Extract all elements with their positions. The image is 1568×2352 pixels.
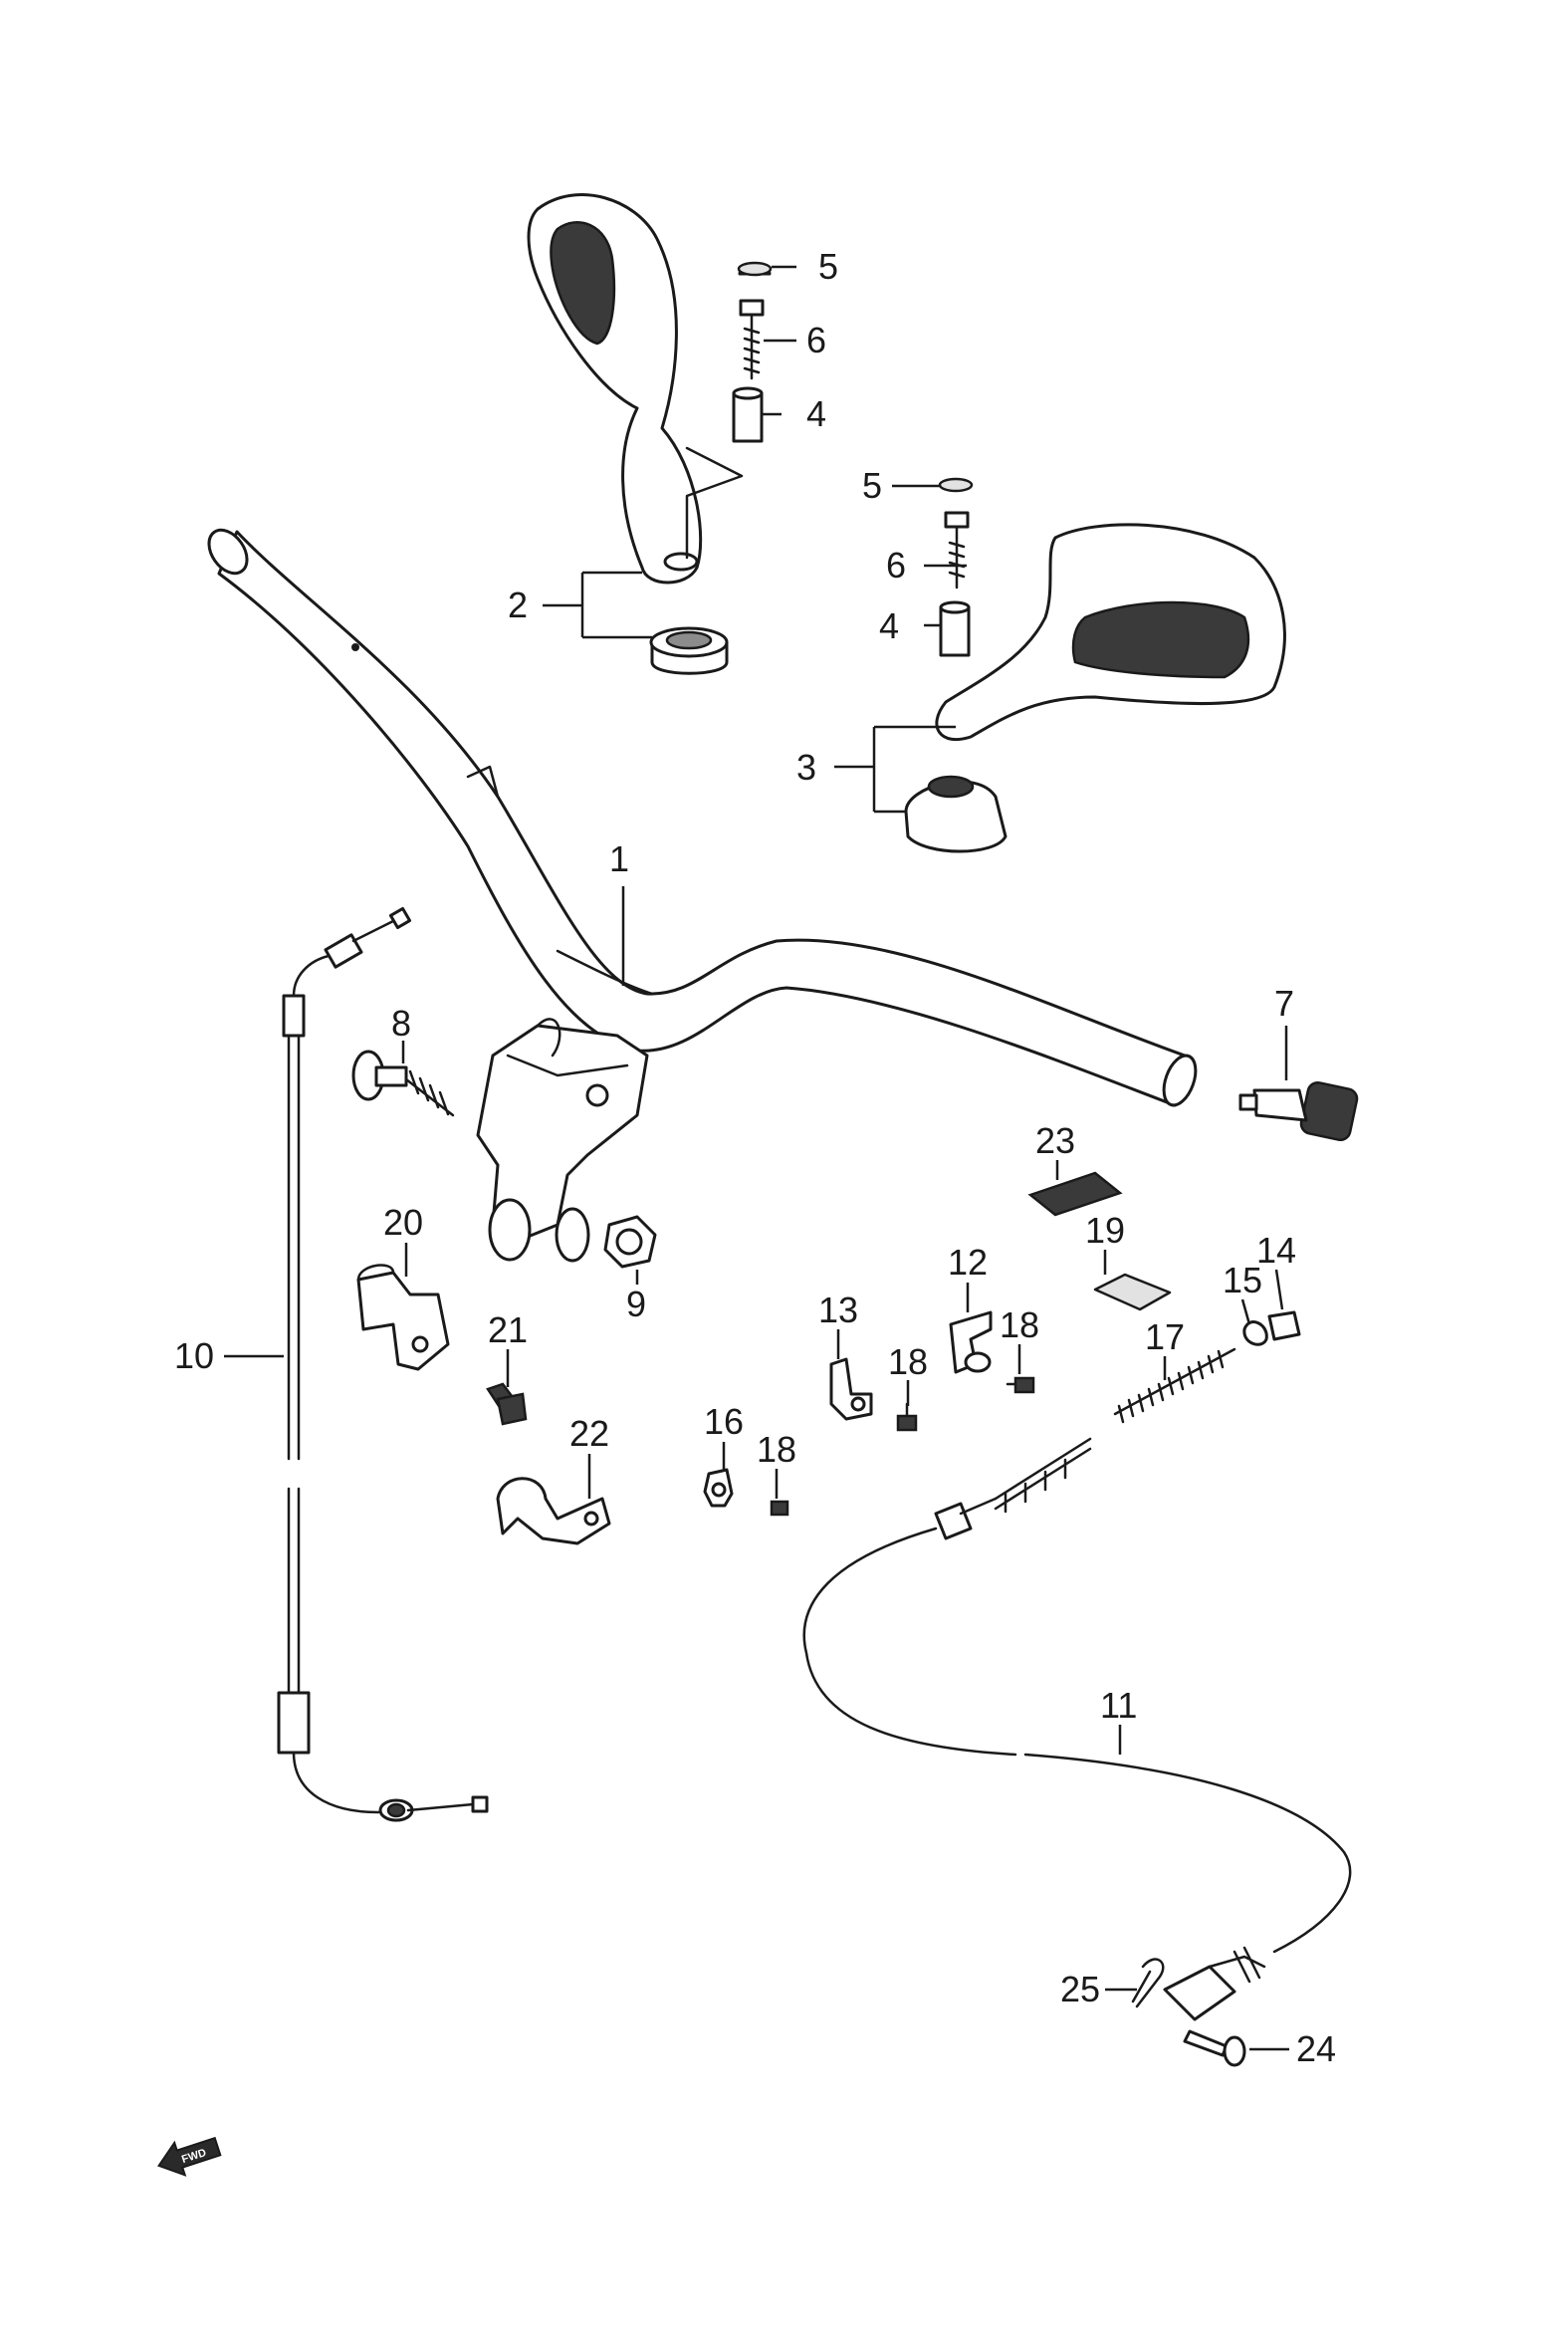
callout-9: 9	[626, 1284, 646, 1324]
callout-6-right: 6	[886, 545, 906, 586]
callout-18-c: 18	[757, 1429, 796, 1470]
callout-25: 25	[1060, 1969, 1100, 2009]
screw-18a	[896, 1402, 918, 1432]
pad-23	[1027, 1171, 1123, 1217]
screw-21	[486, 1382, 528, 1426]
throttle-cable	[277, 906, 489, 1822]
callout-6-left: 6	[806, 320, 826, 360]
right-mirror	[935, 523, 1286, 742]
spring	[1113, 1347, 1236, 1424]
cap-right	[938, 477, 974, 493]
spacer-left	[732, 386, 764, 443]
lever-bracket	[476, 1018, 649, 1263]
bolt-right	[944, 511, 970, 589]
callout-12: 12	[948, 1242, 988, 1283]
spacer-right	[939, 600, 971, 657]
callout-21: 21	[488, 1309, 528, 1350]
handlebar	[207, 528, 1198, 1107]
callout-5-left: 5	[818, 246, 838, 287]
screw-18b	[1006, 1376, 1035, 1394]
adjuster-nut	[1267, 1310, 1301, 1341]
callout-5-right: 5	[862, 465, 882, 506]
clamp-16	[703, 1468, 734, 1508]
callout-18-b: 18	[1000, 1304, 1039, 1345]
callout-13: 13	[818, 1290, 858, 1330]
callout-20: 20	[383, 1202, 423, 1243]
callout-1: 1	[609, 838, 629, 879]
cap-left	[737, 261, 773, 277]
cotter-pin	[1131, 1958, 1165, 2008]
callout-16: 16	[704, 1401, 744, 1442]
clip-20	[356, 1264, 450, 1371]
brake-cable	[802, 1437, 1352, 1954]
bracket-12	[949, 1310, 993, 1374]
mount-block-right	[904, 775, 1008, 853]
callout-17: 17	[1145, 1316, 1185, 1357]
left-mirror	[527, 193, 744, 585]
callout-15: 15	[1223, 1260, 1262, 1300]
clevis	[1163, 1946, 1266, 2021]
callout-4-left: 4	[806, 393, 826, 434]
callout-19: 19	[1085, 1210, 1125, 1251]
screw-18c	[770, 1500, 789, 1517]
label-19	[1093, 1273, 1172, 1311]
pivot-bolt	[351, 1050, 455, 1117]
callouts: 1 2 3 4 4 5 5 6 6 7 8 9 10 11 12 13 14 1…	[174, 246, 1336, 2069]
joint-pin	[1242, 1320, 1268, 1346]
callout-11: 11	[1100, 1685, 1137, 1726]
callout-2: 2	[508, 585, 528, 625]
bracket-13	[829, 1357, 873, 1421]
callout-22: 22	[569, 1413, 609, 1454]
bolt-left	[739, 299, 765, 380]
clevis-pin	[1183, 2029, 1246, 2067]
callout-10: 10	[174, 1335, 214, 1376]
leader-lines	[224, 265, 1289, 2051]
callout-8: 8	[391, 1003, 411, 1044]
callout-3: 3	[796, 747, 816, 788]
callout-4-right: 4	[879, 605, 899, 646]
grommet-left	[649, 626, 729, 675]
callout-18-a: 18	[888, 1341, 928, 1382]
callout-14: 14	[1256, 1230, 1296, 1271]
callout-23: 23	[1035, 1120, 1075, 1161]
callout-7: 7	[1274, 983, 1294, 1024]
bracket-22	[496, 1477, 611, 1545]
nut	[603, 1215, 657, 1269]
callout-24: 24	[1296, 2028, 1336, 2069]
bar-end-weight	[1238, 1080, 1359, 1142]
forward-arrow-icon: FWD	[157, 2136, 222, 2177]
